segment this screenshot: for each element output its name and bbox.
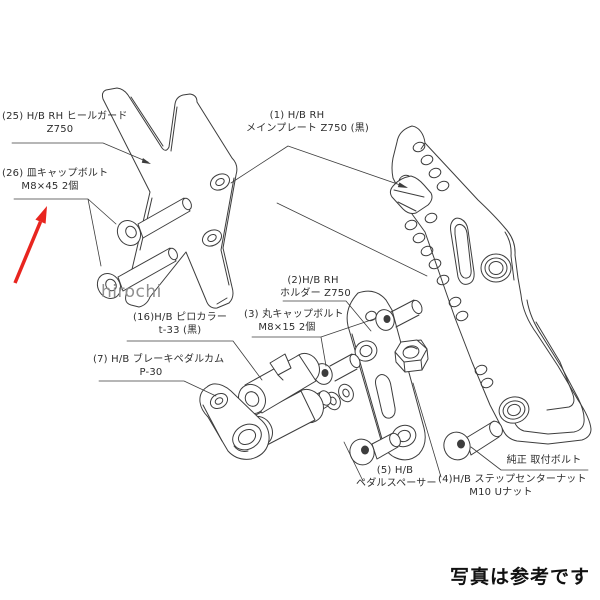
label-holder-line2: ホルダー Z750 — [280, 287, 351, 299]
cap-bolt-upper — [375, 299, 423, 331]
label-cap-bolts-line1: (3) 丸キャップボルト — [244, 309, 344, 320]
label-flathead-bolts-line1: (26) 皿キャップボルト — [2, 168, 109, 179]
label-pedal-spacer-line2: ペダルスペーサー — [356, 477, 437, 489]
label-flathead-bolts: (26) 皿キャップボルト M8×45 2個 — [2, 168, 109, 193]
reference-caption: 写真は参考です — [449, 566, 590, 588]
label-pedal-spacer: (5) H/B ペダルスペーサー — [356, 465, 437, 490]
label-flathead-bolts-line2: M8×45 2個 — [21, 180, 79, 192]
label-main-plate: (1) H/B RH メインプレート Z750 (黒) — [246, 110, 369, 135]
hex-nut-part — [394, 339, 429, 373]
label-step-center-nut: (4)H/B ステップセンターナット M10 Uナット — [438, 474, 587, 499]
label-oem-bolt: 純正 取付ボルト — [498, 455, 590, 468]
label-pillow-collar: (16)H/B ピロカラー t-33 (黒) — [126, 312, 234, 337]
brake-pedal-cam-part — [199, 383, 270, 460]
label-step-center-nut-line1: (4)H/B ステップセンターナット — [438, 474, 587, 485]
label-pillow-collar-line1: (16)H/B ピロカラー — [132, 312, 228, 323]
label-main-plate-line2: メインプレート Z750 (黒) — [246, 122, 369, 134]
label-pedal-spacer-line1: (5) H/B — [376, 465, 414, 476]
label-oem-bolt-line1: 純正 取付ボルト — [506, 455, 582, 466]
label-pedal-cam-line2: P-30 — [139, 366, 163, 378]
label-holder: (2)H/B RH ホルダー Z750 — [280, 275, 351, 300]
label-cap-bolts-line2: M8×15 2個 — [258, 321, 316, 333]
label-heel-guard: (25) H/B RH ヒールガード Z750 — [2, 111, 128, 136]
label-cap-bolts: (3) 丸キャップボルト M8×15 2個 — [244, 309, 344, 334]
flathead-bolt-1 — [116, 197, 192, 246]
red-arrow — [13, 206, 47, 284]
label-step-center-nut-line2: M10 Uナット — [469, 486, 533, 498]
label-pillow-collar-line2: t-33 (黒) — [158, 324, 202, 336]
heel-guard-part — [101, 87, 238, 309]
label-pedal-cam: (7) H/B ブレーキペダルカム P-30 — [93, 354, 225, 379]
leader-lines — [11, 142, 589, 482]
flathead-bolt-2 — [96, 247, 178, 299]
label-main-plate-line1: (1) H/B RH — [269, 110, 325, 121]
label-pedal-cam-line1: (7) H/B ブレーキペダルカム — [93, 354, 225, 365]
label-holder-line1: (2)H/B RH — [287, 275, 339, 286]
label-heel-guard-line1: (25) H/B RH ヒールガード — [2, 111, 128, 122]
button-bolt-left — [349, 432, 401, 466]
label-heel-guard-line2: Z750 — [46, 123, 74, 135]
main-plate-part — [389, 125, 592, 445]
watermark-text: hirochi — [101, 282, 162, 302]
button-bolt-oem — [443, 420, 503, 461]
